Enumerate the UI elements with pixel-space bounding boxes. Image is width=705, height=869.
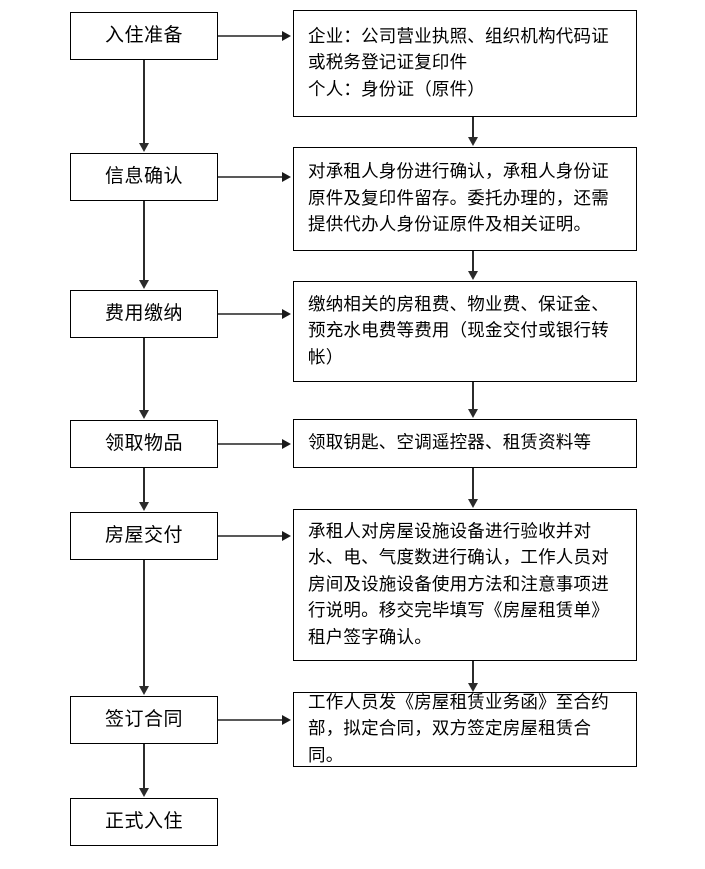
connector-detail-v-1 bbox=[472, 117, 474, 139]
arrow-down-3 bbox=[139, 410, 149, 419]
arrow-right-4 bbox=[282, 439, 291, 449]
stage-box-4[interactable]: 领取物品 bbox=[70, 420, 218, 468]
connector-h-3 bbox=[218, 313, 284, 315]
connector-detail-v-2 bbox=[472, 251, 474, 273]
connector-detail-v-4 bbox=[472, 468, 474, 501]
detail-box-3[interactable]: 缴纳相关的房租费、物业费、保证金、 预充水电费等费用（现金交付或银行转 帐） bbox=[293, 281, 637, 382]
arrow-right-6 bbox=[282, 715, 291, 725]
connector-h-5 bbox=[218, 535, 284, 537]
arrow-right-1 bbox=[282, 31, 291, 41]
connector-v-5 bbox=[143, 560, 145, 687]
detail-box-4[interactable]: 领取钥匙、空调遥控器、租赁资料等 bbox=[293, 419, 637, 468]
stage-box-7[interactable]: 正式入住 bbox=[70, 798, 218, 846]
stage-label-6: 签订合同 bbox=[104, 708, 183, 731]
stage-label-5: 房屋交付 bbox=[104, 524, 183, 547]
arrow-down-5 bbox=[139, 686, 149, 695]
arrow-down-detail-3 bbox=[468, 409, 478, 418]
stage-label-1: 入住准备 bbox=[104, 24, 183, 47]
arrow-down-detail-5 bbox=[468, 683, 478, 692]
arrow-down-6 bbox=[139, 788, 149, 797]
detail-text-3: 缴纳相关的房租费、物业费、保证金、 预充水电费等费用（现金交付或银行转 帐） bbox=[308, 294, 609, 368]
detail-box-5[interactable]: 承租人对房屋设施设备进行验收并对 水、电、气度数进行确认，工作人员对 房间及设施… bbox=[293, 509, 637, 661]
stage-box-2[interactable]: 信息确认 bbox=[70, 153, 218, 201]
connector-h-2 bbox=[218, 176, 284, 178]
detail-text-2: 对承租人身份进行确认，承租人身份证 原件及复印件留存。委托办理的，还需 提供代办… bbox=[308, 162, 609, 236]
connector-detail-v-5 bbox=[472, 661, 474, 684]
connector-v-3 bbox=[143, 338, 145, 411]
stage-label-3: 费用缴纳 bbox=[104, 302, 183, 325]
connector-v-2 bbox=[143, 201, 145, 281]
stage-label-2: 信息确认 bbox=[104, 165, 183, 188]
arrow-right-3 bbox=[282, 309, 291, 319]
connector-h-6 bbox=[218, 719, 284, 721]
detail-box-1[interactable]: 企业：公司营业执照、组织机构代码证 或税务登记证复印件 个人：身份证（原件） bbox=[293, 10, 637, 117]
arrow-down-detail-4 bbox=[468, 499, 478, 508]
arrow-down-1 bbox=[139, 143, 149, 152]
stage-label-7: 正式入住 bbox=[104, 810, 183, 833]
stage-label-4: 领取物品 bbox=[104, 432, 183, 455]
connector-v-6 bbox=[143, 744, 145, 789]
arrow-right-2 bbox=[282, 172, 291, 182]
detail-box-6[interactable]: 工作人员发《房屋租赁业务函》至合约 部，拟定合同，双方签定房屋租赁合同。 bbox=[293, 692, 637, 767]
connector-detail-v-3 bbox=[472, 382, 474, 411]
detail-text-1: 企业：公司营业执照、组织机构代码证 或税务登记证复印件 个人：身份证（原件） bbox=[308, 26, 609, 100]
arrow-down-detail-2 bbox=[468, 271, 478, 280]
detail-text-5: 承租人对房屋设施设备进行验收并对 水、电、气度数进行确认，工作人员对 房间及设施… bbox=[308, 521, 609, 648]
stage-box-5[interactable]: 房屋交付 bbox=[70, 512, 218, 560]
detail-text-6: 工作人员发《房屋租赁业务函》至合约 部，拟定合同，双方签定房屋租赁合同。 bbox=[308, 692, 609, 766]
detail-text-4: 领取钥匙、空调遥控器、租赁资料等 bbox=[308, 433, 592, 454]
arrow-down-detail-1 bbox=[468, 137, 478, 146]
stage-box-1[interactable]: 入住准备 bbox=[70, 12, 218, 60]
connector-v-4 bbox=[143, 468, 145, 503]
stage-box-3[interactable]: 费用缴纳 bbox=[70, 290, 218, 338]
stage-box-6[interactable]: 签订合同 bbox=[70, 696, 218, 744]
connector-h-4 bbox=[218, 443, 284, 445]
arrow-down-2 bbox=[139, 280, 149, 289]
arrow-right-5 bbox=[282, 531, 291, 541]
arrow-down-4 bbox=[139, 502, 149, 511]
connector-v-1 bbox=[143, 60, 145, 144]
connector-h-1 bbox=[218, 35, 284, 37]
detail-box-2[interactable]: 对承租人身份进行确认，承租人身份证 原件及复印件留存。委托办理的，还需 提供代办… bbox=[293, 147, 637, 251]
